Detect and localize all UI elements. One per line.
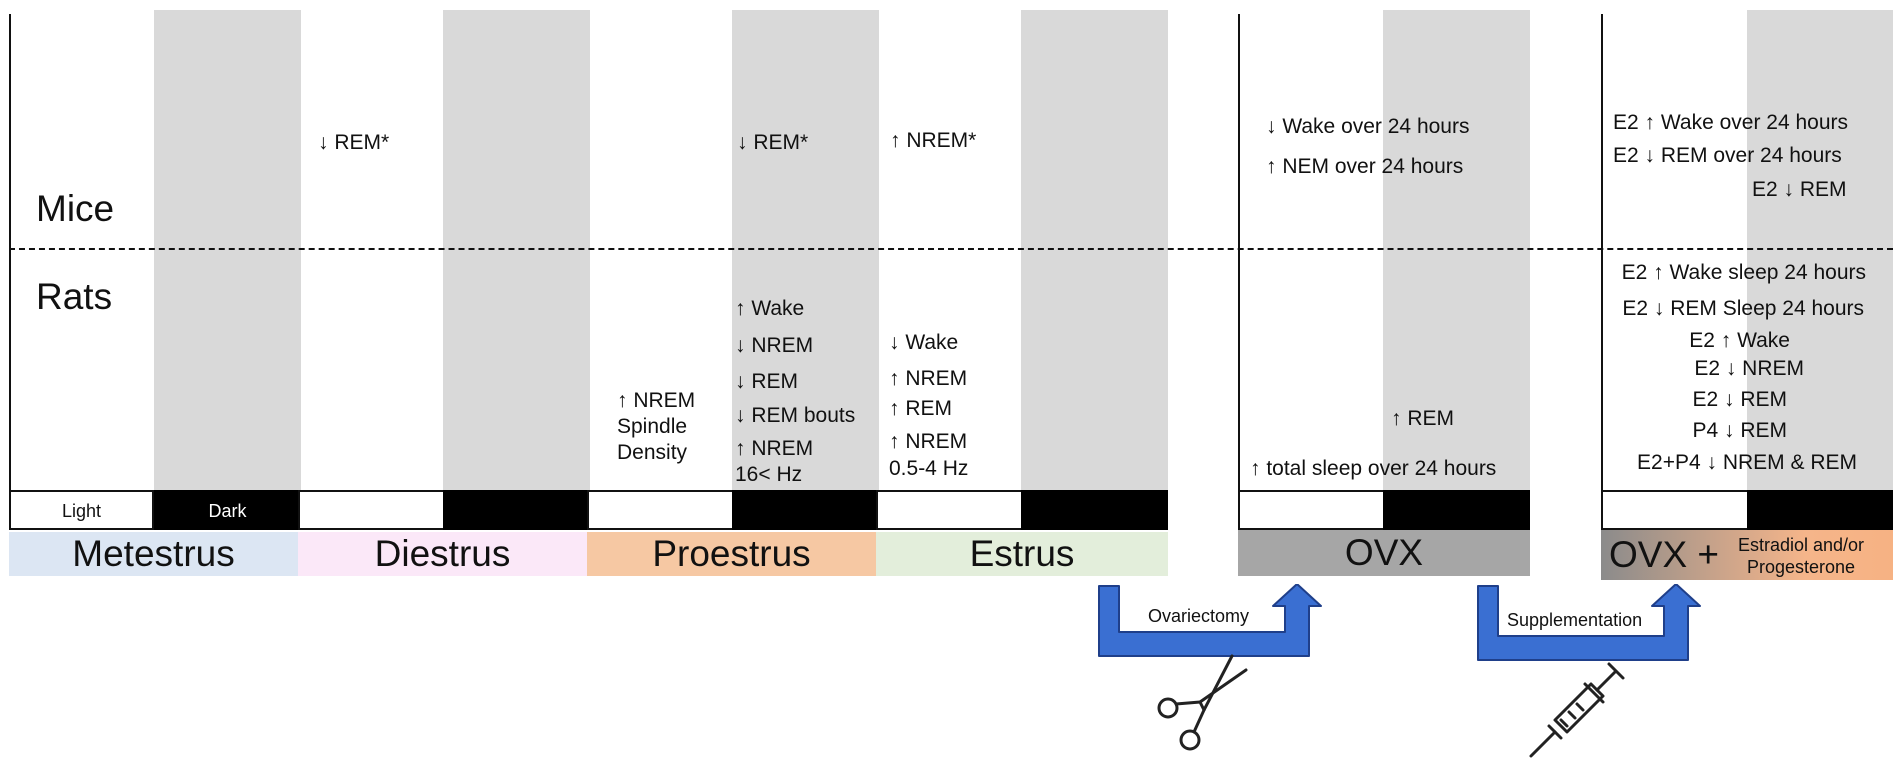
phase-ovx-supplemented: OVX + Estradiol and/or Progesterone: [1601, 530, 1893, 580]
light-bar-metestrus: Light: [9, 490, 154, 530]
dark-bar-ovx-supp: [1747, 490, 1893, 530]
finding-estrus-light-rats-1: ↓ Wake: [889, 331, 959, 354]
finding-estrus-light-rats-5: 0.5-4 Hz: [889, 457, 969, 480]
finding-supp-mice-3: E2 ↓ REM: [1752, 178, 1847, 201]
dark-period-metestrus: [154, 10, 301, 490]
light-bar-proestrus: [587, 490, 734, 530]
scissors-icon: [1157, 654, 1248, 751]
finding-proestrus-light-rats-3: Density: [617, 441, 688, 464]
phase-diestrus: Diestrus: [298, 532, 587, 576]
dark-period-proestrus: [732, 10, 879, 490]
finding-proestrus-dark-rats-2: ↓ NREM: [735, 334, 814, 357]
finding-supp-rats-1: E2 ↑ Wake sleep 24 hours: [1621, 261, 1866, 284]
finding-estrus-light-rats-2: ↑ NREM: [889, 367, 968, 390]
estradiol-progesterone-label: Estradiol and/or Progesterone: [1737, 535, 1865, 577]
axis-line-cycle: [9, 14, 11, 490]
phase-proestrus: Proestrus: [587, 532, 876, 576]
finding-supp-rats-4: E2 ↓ NREM: [1694, 357, 1804, 380]
finding-proestrus-light-rats-2: Spindle: [617, 415, 688, 438]
dark-bar-estrus: [1021, 490, 1168, 530]
phase-ovx: OVX: [1238, 530, 1530, 576]
species-divider: [9, 248, 1893, 250]
light-label: Light: [61, 501, 102, 521]
finding-diestrus-light-mice: ↓ REM*: [318, 131, 390, 154]
finding-estrus-light-mice: ↑ NREM*: [890, 129, 977, 152]
finding-supp-rats-5: E2 ↓ REM: [1692, 388, 1787, 411]
light-bar-diestrus: [298, 490, 445, 530]
finding-ovx-mice-1: ↓ Wake over 24 hours: [1266, 115, 1470, 138]
finding-proestrus-dark-rats-1: ↑ Wake: [735, 297, 805, 320]
finding-ovx-mice-2: ↑ NEM over 24 hours: [1266, 155, 1464, 178]
light-bar-ovx-supp: [1601, 490, 1749, 530]
phase-metestrus: Metestrus: [9, 532, 298, 576]
dark-period-ovx-supp: [1747, 10, 1893, 490]
supplementation-label: Supplementation: [1503, 609, 1647, 631]
dark-period-estrus: [1021, 10, 1168, 490]
finding-supp-rats-6: P4 ↓ REM: [1692, 419, 1787, 442]
dark-bar-ovx: [1383, 490, 1530, 530]
finding-proestrus-dark-rats-4: ↓ REM bouts: [735, 404, 856, 427]
dark-period-diestrus: [443, 10, 590, 490]
finding-supp-mice-1: E2 ↑ Wake over 24 hours: [1613, 111, 1848, 134]
axis-line-ovx: [1238, 14, 1240, 490]
light-bar-ovx: [1238, 490, 1385, 530]
finding-estrus-light-rats-4: ↑ NREM: [889, 430, 968, 453]
axis-line-ovx-supp: [1601, 14, 1603, 490]
row-label-rats: Rats: [36, 276, 113, 317]
finding-proestrus-dark-mice: ↓ REM*: [737, 131, 809, 154]
finding-estrus-light-rats-3: ↑ REM: [889, 397, 952, 420]
light-bar-estrus: [876, 490, 1023, 530]
syringe-icon: [1529, 662, 1625, 758]
finding-proestrus-light-rats-1: ↑ NREM: [617, 389, 696, 412]
finding-supp-rats-2: E2 ↓ REM Sleep 24 hours: [1622, 297, 1864, 320]
ovariectomy-label: Ovariectomy: [1144, 605, 1254, 627]
finding-supp-mice-2: E2 ↓ REM over 24 hours: [1613, 144, 1842, 167]
dark-bar-diestrus: [443, 490, 590, 530]
finding-ovx-rats-2: ↑ total sleep over 24 hours: [1250, 457, 1497, 480]
dark-label: Dark: [208, 501, 247, 521]
finding-ovx-rats-1: ↑ REM: [1391, 407, 1454, 430]
phase-estrus: Estrus: [876, 532, 1168, 576]
ovx-plus-label: OVX +: [1609, 534, 1720, 575]
dark-bar-proestrus: [732, 490, 879, 530]
finding-supp-rats-3: E2 ↑ Wake: [1689, 329, 1790, 352]
supplementation-arrow: [1477, 584, 1701, 661]
finding-proestrus-dark-rats-3: ↓ REM: [735, 370, 798, 393]
finding-proestrus-dark-rats-5: ↑ NREM: [735, 437, 814, 460]
row-label-mice: Mice: [36, 188, 115, 229]
dark-period-ovx: [1383, 10, 1530, 490]
finding-proestrus-dark-rats-6: 16< Hz: [735, 463, 803, 486]
ovariectomy-arrow: [1098, 584, 1322, 657]
finding-supp-rats-7: E2+P4 ↓ NREM & REM: [1637, 451, 1857, 474]
dark-bar-metestrus: Dark: [154, 490, 301, 530]
